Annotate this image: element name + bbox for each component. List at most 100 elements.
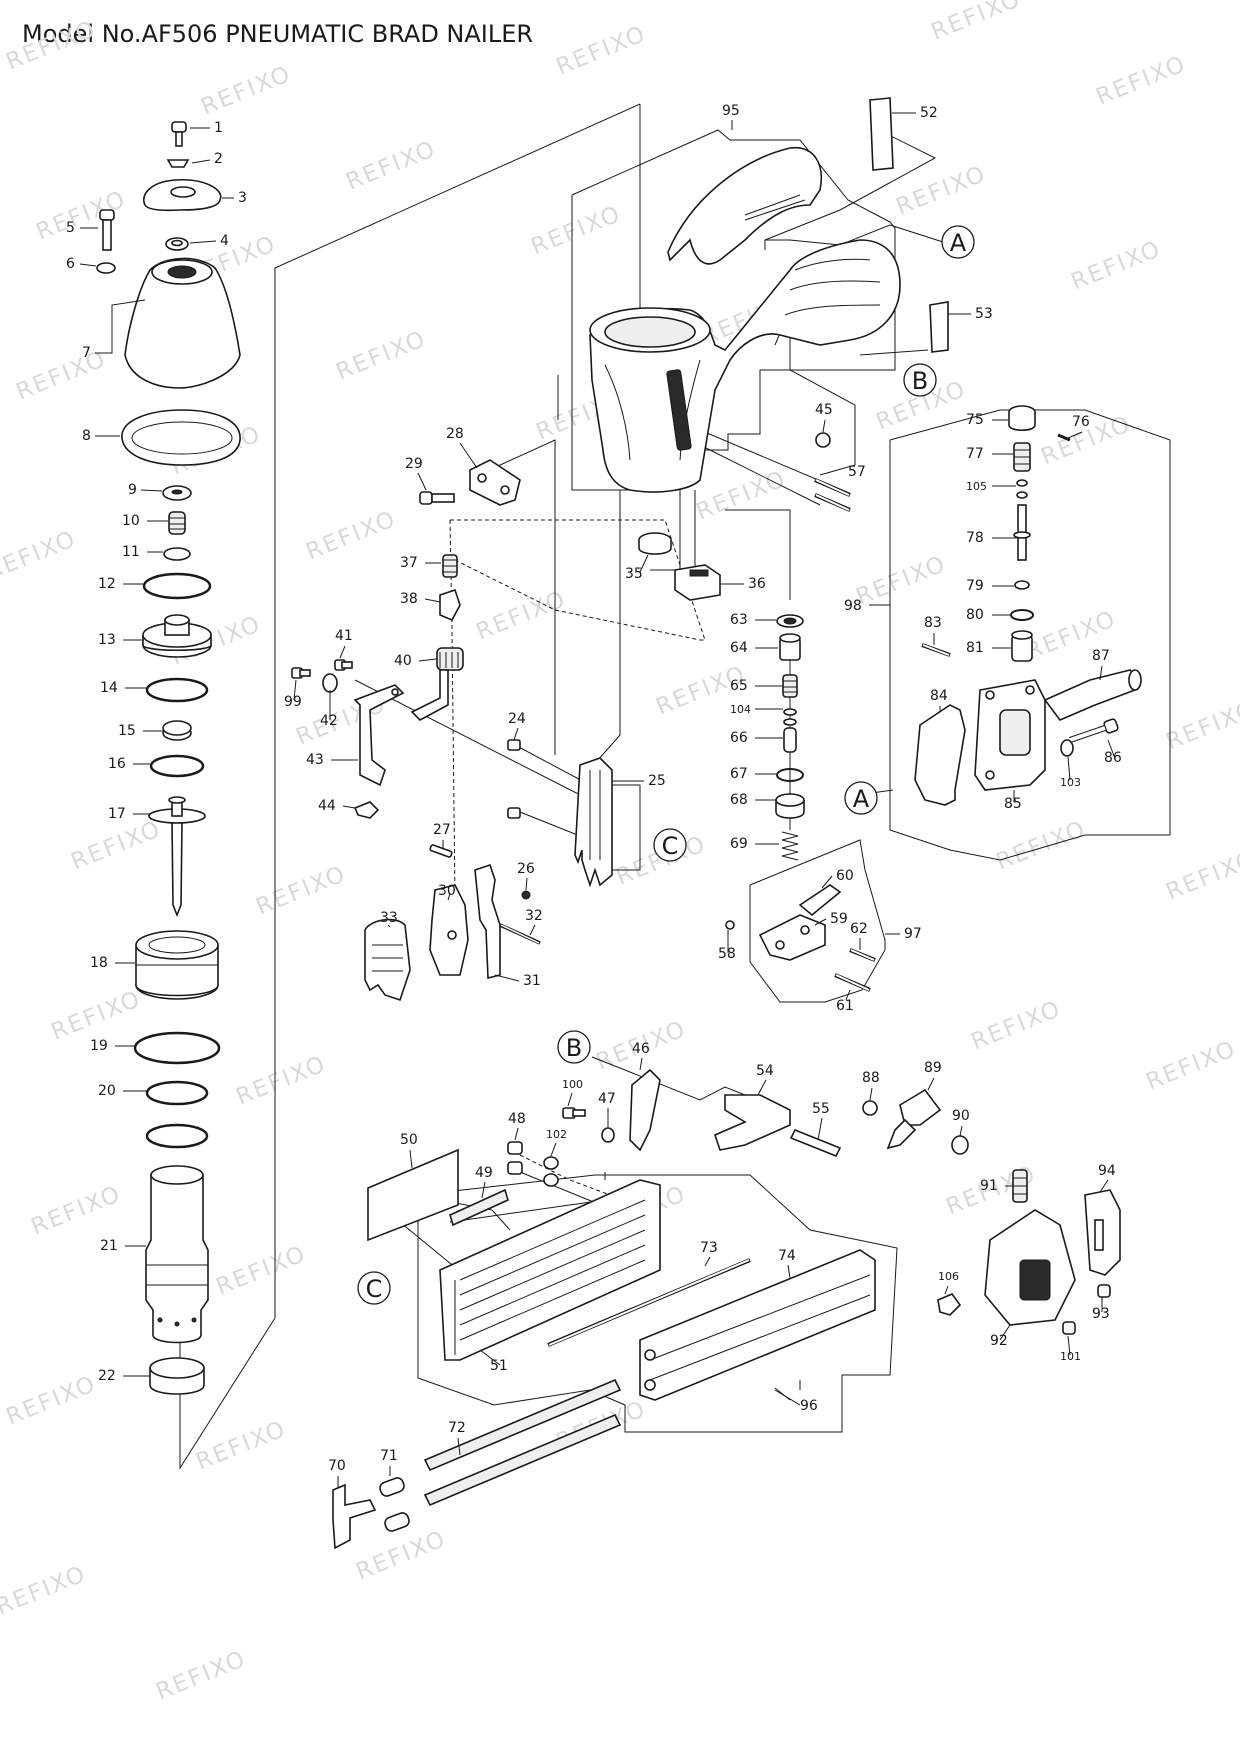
part-104: 104 [730,703,783,716]
leader-line [424,598,441,603]
middle-parts [291,459,721,1002]
part-84: 84 [930,688,948,712]
part-number-label: 54 [756,1063,774,1079]
part-number-label: 91 [980,1178,998,1194]
watermark-text: REFIXO [153,1646,251,1706]
leader-line [639,554,649,573]
leader-line [845,989,851,1001]
part-label-layer: 1234567891011121314151617181920212224252… [66,103,1122,1488]
watermark-text: REFIXO [343,136,441,196]
part-81: 81 [966,640,1011,656]
leader-line [814,918,827,926]
part-45: 45 [815,402,833,433]
leader-line [417,472,427,491]
leader-line [959,1125,963,1137]
leader-line [514,1127,519,1141]
part-102: 102 [546,1128,567,1157]
part-number-label: 64 [730,640,748,656]
leader-line [409,1149,413,1169]
part-number-label: 37 [400,555,418,571]
part-69: 69 [730,836,779,852]
part-number-label: 84 [930,688,948,704]
part-19: 19 [90,1038,134,1054]
watermark-text: REFIXO [893,161,991,221]
part-number-label: 28 [446,426,464,442]
part-88: 88 [862,1070,880,1101]
part-26: 26 [517,861,535,891]
part-22: 22 [98,1368,150,1384]
part-number-label: 7 [82,345,91,361]
part-58: 58 [718,930,736,962]
part-25: 25 [612,773,666,789]
part-number-label: 89 [924,1060,942,1076]
part-72: 72 [448,1420,466,1456]
part-number-label: 106 [938,1270,959,1283]
watermark-layer: REFIXO REFIXO REFIXO REFIXO REFIXO REFIXO REFI… [0,0,1240,1706]
part-number-label: 15 [118,723,136,739]
part-number-label: 8 [82,428,91,444]
part-54: 54 [756,1063,774,1096]
svg-text:C: C [662,832,679,860]
leader-line [1067,756,1071,781]
part-103: 103 [1060,756,1081,789]
part-71: 71 [380,1448,398,1476]
watermark-text: REFIXO [333,326,431,386]
part-number-label: 75 [966,412,984,428]
watermark-text: REFIXO [353,1526,451,1586]
part-number-label: 78 [966,530,984,546]
valve-stack-parts [775,614,805,861]
watermark-text: REFIXO [993,816,1091,876]
part-number-label: 42 [320,713,338,729]
part-2: 2 [191,151,223,167]
part-number-label: 48 [508,1111,526,1127]
part-number-label: 13 [98,632,116,648]
leader-line [418,658,437,662]
leader-line [787,1264,791,1279]
part-68: 68 [730,792,776,808]
part-number-label: 60 [836,868,854,884]
part-number-label: 100 [562,1078,583,1091]
part-59: 59 [814,911,848,927]
part-1: 1 [190,120,223,136]
part-number-label: 3 [238,190,247,206]
part-number-label: 81 [966,640,984,656]
leader-line [513,727,519,741]
part-52: 52 [892,105,938,121]
part-77: 77 [966,446,1013,462]
part-number-label: 83 [924,615,942,631]
part-number-label: 31 [523,973,541,989]
part-number-label: 69 [730,836,748,852]
part-number-label: 88 [862,1070,880,1086]
part-98: 98 [844,598,890,614]
part-number-label: 26 [517,861,535,877]
part-29: 29 [405,456,427,491]
leader-line [1067,431,1083,439]
leader-line [822,419,826,433]
part-number-label: 40 [394,653,412,669]
leader-line [387,924,391,928]
part-64: 64 [730,640,778,656]
watermark-text: REFIXO [303,506,401,566]
part-94: 94 [1098,1163,1116,1193]
part-number-label: 22 [98,1368,116,1384]
part-number-label: 93 [1092,1306,1110,1322]
part-91: 91 [980,1178,1012,1194]
part-number-label: 12 [98,576,116,592]
watermark-text: REFIXO [233,1051,331,1111]
part-73: 73 [700,1240,718,1267]
part-number-label: 27 [433,822,451,838]
part-number-label: 73 [700,1240,718,1256]
part-number-label: 87 [1092,648,1110,664]
part-number-label: 94 [1098,1163,1116,1179]
watermark-text: REFIXO [928,0,1026,46]
part-number-label: 67 [730,766,748,782]
part-number-label: 59 [830,911,848,927]
callout-b: B [557,1030,591,1064]
part-62: 62 [850,921,868,950]
part-32: 32 [525,908,543,936]
part-4: 4 [189,233,229,249]
part-number-label: 103 [1060,776,1081,789]
watermark-text: REFIXO [693,466,791,526]
part-3: 3 [222,190,247,206]
